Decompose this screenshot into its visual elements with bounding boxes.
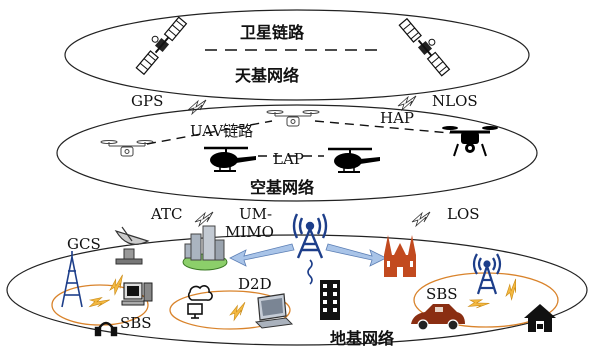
air-network-ellipse (56, 104, 538, 202)
gps-label: GPS (131, 92, 163, 110)
left-lightning-icon-1 (86, 291, 111, 314)
gcs-label: GCS (67, 235, 101, 253)
right-lightning-icon-1 (465, 292, 490, 316)
right-cell-tower-icon (472, 253, 502, 295)
car-icon (411, 304, 465, 331)
headset-icon (94, 321, 118, 337)
um-mimo-label-line1: UM- (239, 205, 272, 223)
satellite-network-label: 天基网络 (235, 66, 299, 85)
hap-label: HAP (380, 109, 414, 127)
atc-label: ATC (150, 205, 183, 223)
right-lightning-icon-2 (500, 278, 525, 302)
computer-icon (121, 282, 153, 306)
los-label: LOS (447, 205, 480, 223)
d2d-ring (169, 290, 291, 330)
d2d-label: D2D (238, 275, 272, 293)
house-icon (524, 304, 556, 332)
uav-dashed-links (146, 120, 451, 157)
nlos-lightning-icon (397, 95, 417, 111)
cloud-desktop-icon (187, 285, 213, 319)
hap-drone-icon (442, 126, 498, 157)
building-icon (320, 280, 340, 320)
uav-drone-top-icon (266, 110, 320, 127)
d2d-lightning-icon (227, 301, 249, 322)
lap-helicopter-left-icon (202, 146, 258, 173)
church-icon (384, 235, 416, 277)
data-center-icon (182, 225, 228, 271)
um-mimo-tower-icon (292, 213, 328, 285)
satellite-right-icon (398, 13, 456, 77)
left-sbs-ring (51, 284, 149, 326)
satellite-link-label: 卫星链路 (240, 23, 305, 42)
lap-helicopter-right-icon (326, 147, 382, 174)
ground-network-label: 地基网络 (330, 329, 394, 348)
nlos-label: NLOS (432, 92, 478, 110)
right-sbs-ring (413, 272, 559, 328)
uav-link-label: UAV链路 (190, 122, 253, 140)
mimo-arrows (229, 243, 387, 267)
gcs-dish-icon (114, 226, 150, 265)
gps-lightning-icon (187, 99, 207, 115)
um-mimo-label-line2: MIMO (225, 223, 274, 241)
left-cell-tower-icon (61, 251, 83, 308)
atc-lightning-icon (194, 211, 214, 227)
uav-drone-left-icon (100, 140, 154, 157)
sbs-left-label: SBS (120, 314, 152, 332)
lap-label: LAP (273, 150, 304, 168)
sbs-right-label: SBS (426, 285, 458, 303)
laptop-icon (254, 293, 294, 329)
air-network-label: 空基网络 (250, 178, 314, 197)
satellite-network-ellipse (64, 9, 530, 101)
ground-network-ellipse (6, 234, 588, 346)
los-lightning-icon (411, 211, 431, 227)
